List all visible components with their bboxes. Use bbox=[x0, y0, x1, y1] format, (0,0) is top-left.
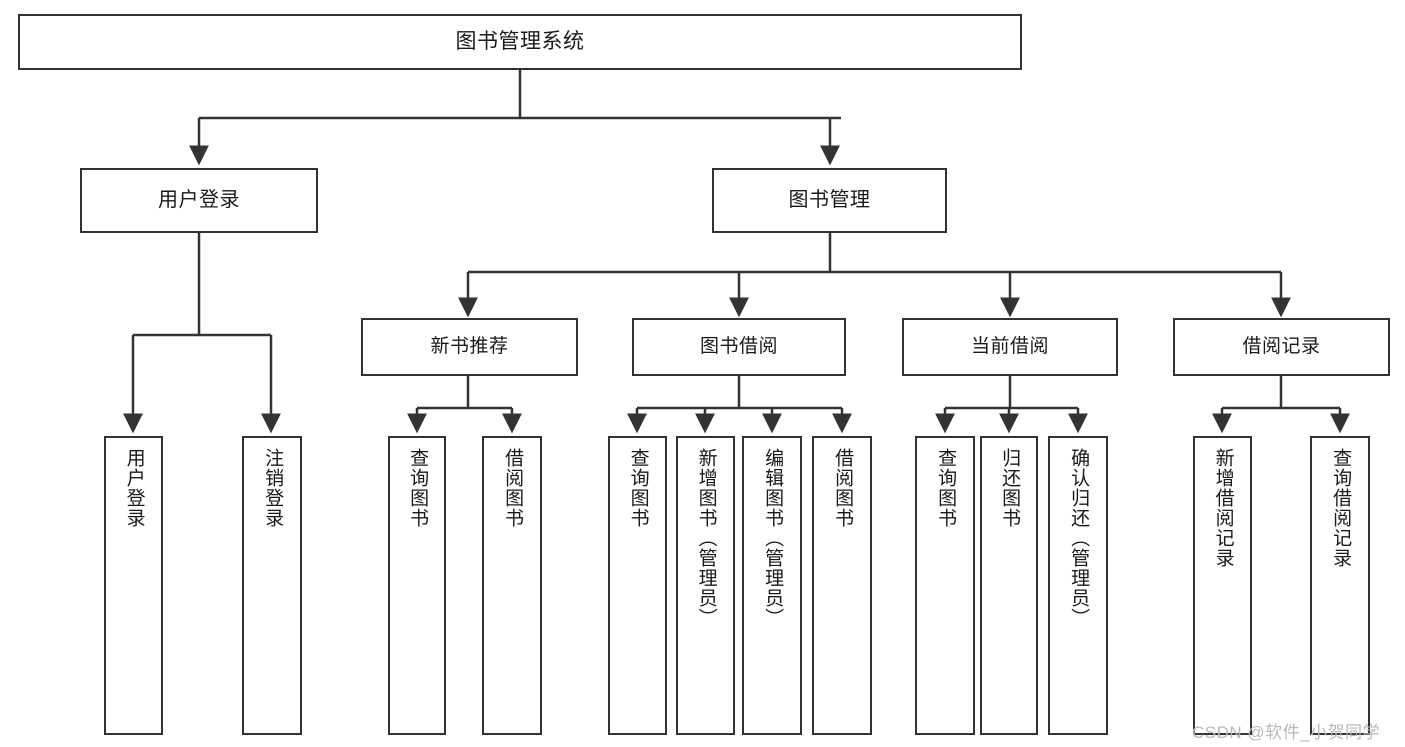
node-leaf-borrow-book-bb-label: 借阅图书 bbox=[832, 448, 854, 528]
node-root-system-label: 图书管理系统 bbox=[455, 29, 585, 53]
node-leaf-query-book-bb[interactable]: 查询图书 bbox=[608, 436, 667, 735]
node-leaf-borrow-book-bb[interactable]: 借阅图书 bbox=[812, 436, 872, 735]
node-leaf-edit-book-admin[interactable]: 编辑图书（管理员） bbox=[742, 436, 802, 735]
node-leaf-query-borrow-record[interactable]: 查询借阅记录 bbox=[1310, 436, 1370, 735]
node-book-borrow-label: 图书借阅 bbox=[699, 335, 778, 357]
node-leaf-logout-label: 注销登录 bbox=[262, 448, 284, 528]
node-leaf-confirm-return-admin-label: 确认归还（管理员） bbox=[1068, 448, 1090, 628]
node-leaf-borrow-book-nb-label: 借阅图书 bbox=[502, 448, 524, 528]
node-borrow-record-label: 借阅记录 bbox=[1242, 335, 1321, 357]
node-leaf-user-login-label: 用户登录 bbox=[123, 448, 145, 528]
node-leaf-add-borrow-record[interactable]: 新增借阅记录 bbox=[1193, 436, 1252, 735]
node-leaf-return-book-label: 归还图书 bbox=[999, 448, 1021, 528]
node-current-borrow-label: 当前借阅 bbox=[970, 335, 1049, 357]
node-book-management[interactable]: 图书管理 bbox=[712, 168, 947, 233]
node-leaf-query-book-nb[interactable]: 查询图书 bbox=[388, 436, 446, 735]
node-root-system[interactable]: 图书管理系统 bbox=[18, 14, 1022, 70]
node-leaf-confirm-return-admin[interactable]: 确认归还（管理员） bbox=[1048, 436, 1108, 735]
node-leaf-add-book-admin-label: 新增图书（管理员） bbox=[695, 448, 717, 628]
node-leaf-query-book-nb-label: 查询图书 bbox=[407, 448, 429, 528]
node-new-book-recommend-label: 新书推荐 bbox=[430, 335, 509, 357]
node-leaf-logout[interactable]: 注销登录 bbox=[242, 436, 302, 735]
csdn-watermark: CSDN @软件_小贺同学 bbox=[1192, 723, 1381, 742]
node-user-login-label: 用户登录 bbox=[158, 188, 240, 211]
node-leaf-query-borrow-record-label: 查询借阅记录 bbox=[1330, 448, 1352, 568]
node-book-borrow[interactable]: 图书借阅 bbox=[632, 318, 846, 376]
node-book-management-label: 图书管理 bbox=[788, 188, 871, 211]
node-borrow-record[interactable]: 借阅记录 bbox=[1173, 318, 1390, 376]
node-leaf-user-login[interactable]: 用户登录 bbox=[104, 436, 163, 735]
node-leaf-return-book[interactable]: 归还图书 bbox=[980, 436, 1038, 735]
node-leaf-add-borrow-record-label: 新增借阅记录 bbox=[1212, 448, 1234, 568]
node-leaf-add-book-admin[interactable]: 新增图书（管理员） bbox=[676, 436, 735, 735]
node-new-book-recommend[interactable]: 新书推荐 bbox=[361, 318, 578, 376]
node-leaf-query-book-cb-label: 查询图书 bbox=[935, 448, 957, 528]
node-user-login[interactable]: 用户登录 bbox=[80, 168, 318, 233]
node-leaf-edit-book-admin-label: 编辑图书（管理员） bbox=[762, 448, 784, 628]
node-current-borrow[interactable]: 当前借阅 bbox=[902, 318, 1118, 376]
node-leaf-query-book-cb[interactable]: 查询图书 bbox=[915, 436, 975, 735]
node-leaf-borrow-book-nb[interactable]: 借阅图书 bbox=[482, 436, 542, 735]
node-leaf-query-book-bb-label: 查询图书 bbox=[627, 448, 649, 528]
